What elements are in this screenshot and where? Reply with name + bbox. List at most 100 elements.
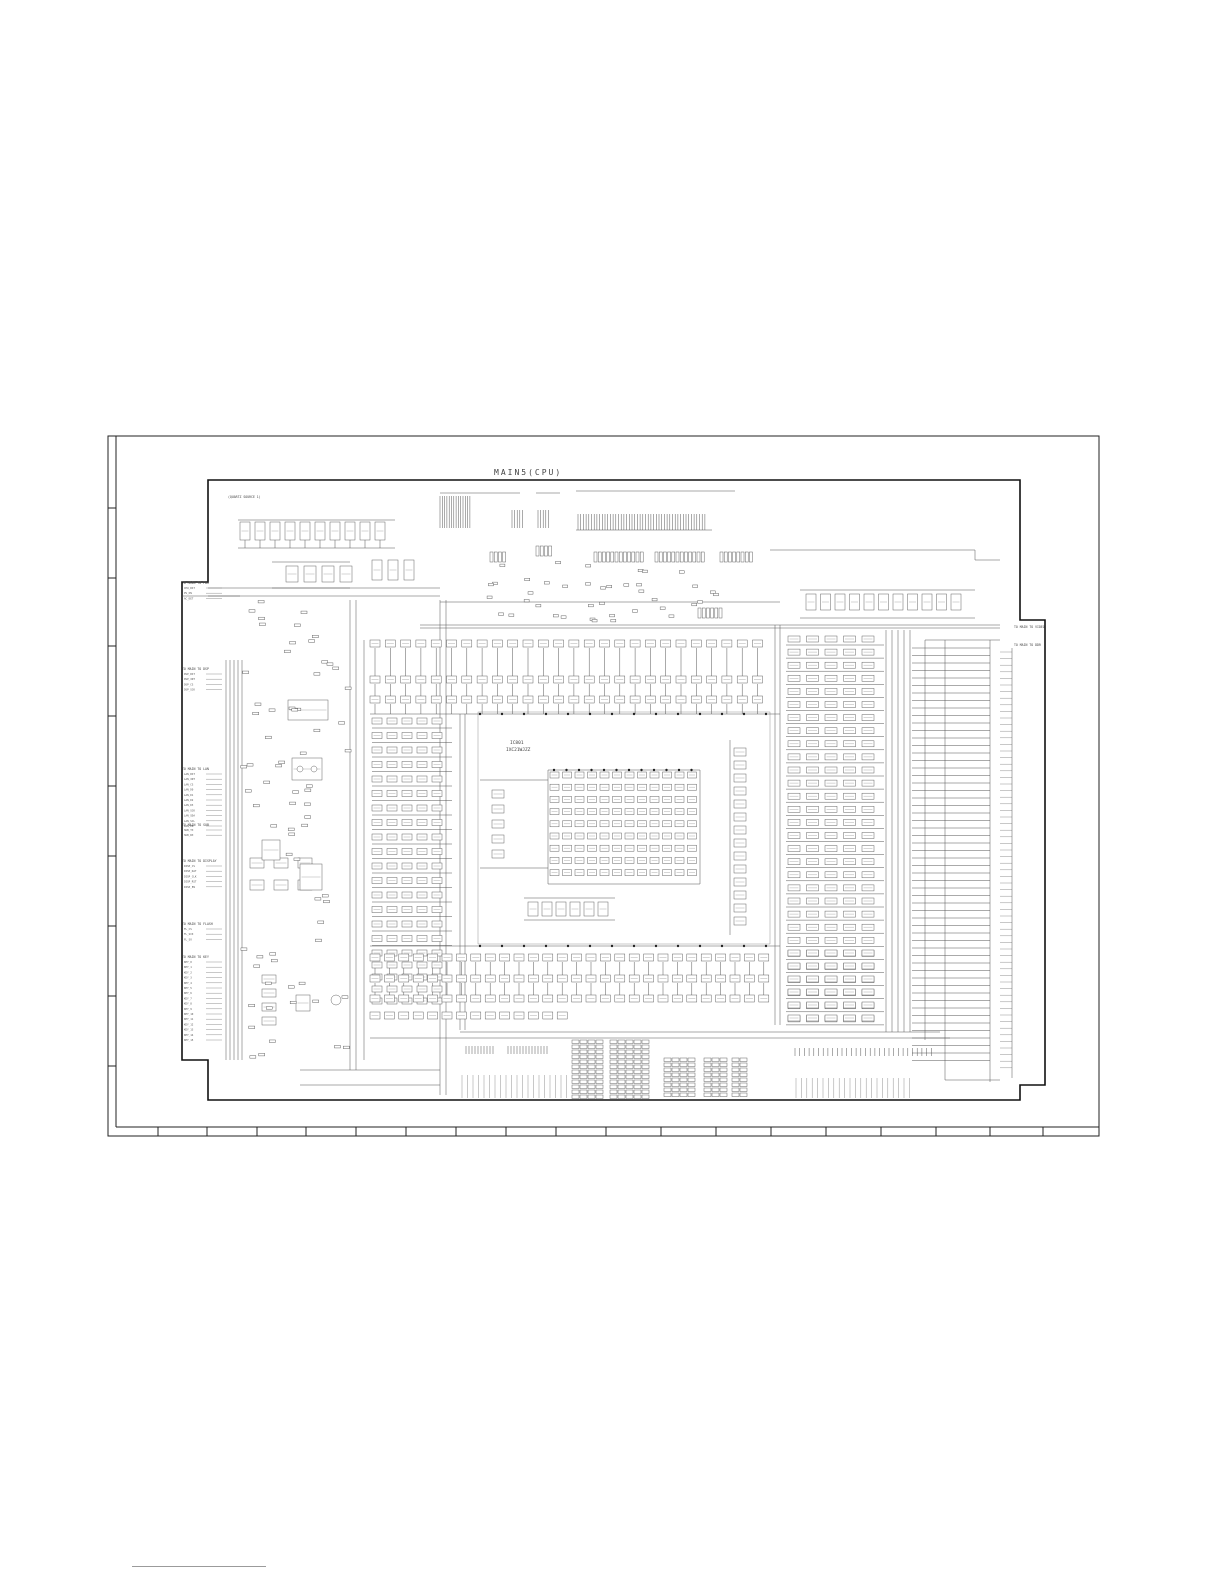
component — [499, 1011, 510, 1020]
component — [674, 832, 685, 840]
component — [806, 648, 819, 656]
component — [806, 923, 819, 931]
passive — [326, 662, 334, 666]
component — [386, 761, 398, 768]
resistor — [633, 1074, 642, 1079]
component — [401, 833, 413, 841]
ic-ref-label: IC801 — [510, 740, 524, 746]
component — [649, 832, 660, 840]
connector-signal: DSP_RST — [184, 672, 195, 676]
component — [599, 695, 610, 704]
resistor — [688, 551, 692, 563]
component — [542, 974, 554, 983]
component — [806, 701, 819, 708]
resistor — [719, 1077, 728, 1082]
component — [612, 783, 622, 791]
component — [660, 639, 671, 648]
component — [371, 775, 383, 783]
resistor — [609, 1039, 618, 1044]
component — [787, 766, 801, 774]
component — [384, 994, 395, 1003]
component — [269, 521, 281, 541]
component — [806, 910, 819, 918]
resistor — [719, 1092, 728, 1097]
component — [687, 832, 697, 840]
passive — [334, 1045, 341, 1049]
component — [686, 953, 698, 962]
component — [431, 775, 443, 783]
component — [427, 953, 438, 962]
component — [806, 740, 819, 748]
component — [441, 974, 453, 983]
passive — [289, 801, 296, 805]
resistor — [609, 1094, 618, 1099]
component — [806, 937, 819, 944]
component — [513, 953, 525, 962]
component — [861, 975, 875, 983]
resistor — [687, 1077, 696, 1082]
resistor — [571, 1044, 580, 1049]
component — [416, 790, 428, 797]
component — [369, 639, 381, 648]
component — [843, 937, 856, 944]
passive — [248, 609, 256, 613]
component — [787, 792, 801, 800]
component — [583, 695, 595, 704]
connector-signal: DISP_EN — [184, 885, 195, 889]
resistor — [595, 1044, 604, 1049]
component — [574, 832, 585, 840]
junction-dot — [544, 712, 548, 716]
component — [861, 897, 875, 905]
component — [820, 593, 831, 611]
resistor — [671, 1077, 680, 1082]
component — [254, 521, 266, 541]
passive — [585, 582, 591, 586]
connector-title: TO MAIN TO DDR — [1014, 643, 1041, 647]
component — [369, 953, 381, 962]
component — [492, 639, 503, 648]
resistor — [579, 1079, 588, 1084]
resistor — [641, 1084, 650, 1089]
component — [507, 639, 518, 648]
passive — [610, 619, 617, 623]
passive — [258, 616, 265, 620]
component — [398, 994, 410, 1003]
resistor — [711, 1092, 720, 1097]
resistor — [679, 1062, 688, 1067]
component — [371, 761, 383, 768]
component — [549, 796, 560, 803]
passive — [321, 894, 329, 898]
component — [744, 974, 755, 983]
component — [637, 844, 647, 852]
passive — [308, 639, 315, 643]
connector-signal: LAN_RST — [184, 772, 195, 776]
component — [583, 675, 595, 684]
component — [752, 695, 763, 704]
resistor — [610, 551, 615, 563]
resistor — [639, 551, 644, 563]
component — [329, 521, 341, 541]
connector-signal: KEY_11 — [184, 1017, 194, 1021]
component — [387, 559, 399, 581]
resistor — [687, 1082, 696, 1087]
component — [843, 661, 856, 669]
passive — [265, 981, 272, 985]
resistor — [625, 1064, 634, 1069]
component — [861, 740, 875, 748]
resistor — [711, 1072, 720, 1077]
connector-title: TO MAIN TO LAN — [182, 767, 209, 771]
connector-signal: KEY_14 — [184, 1033, 194, 1037]
component — [674, 783, 685, 791]
passive — [498, 612, 504, 616]
component — [386, 891, 398, 899]
passive — [291, 708, 299, 712]
component — [687, 869, 697, 876]
component — [344, 521, 356, 541]
component — [398, 953, 410, 962]
connector-signal: DSP_INT — [184, 677, 195, 681]
passive — [343, 1045, 350, 1049]
resistor — [635, 551, 640, 563]
component — [456, 994, 467, 1003]
passive — [269, 952, 276, 956]
